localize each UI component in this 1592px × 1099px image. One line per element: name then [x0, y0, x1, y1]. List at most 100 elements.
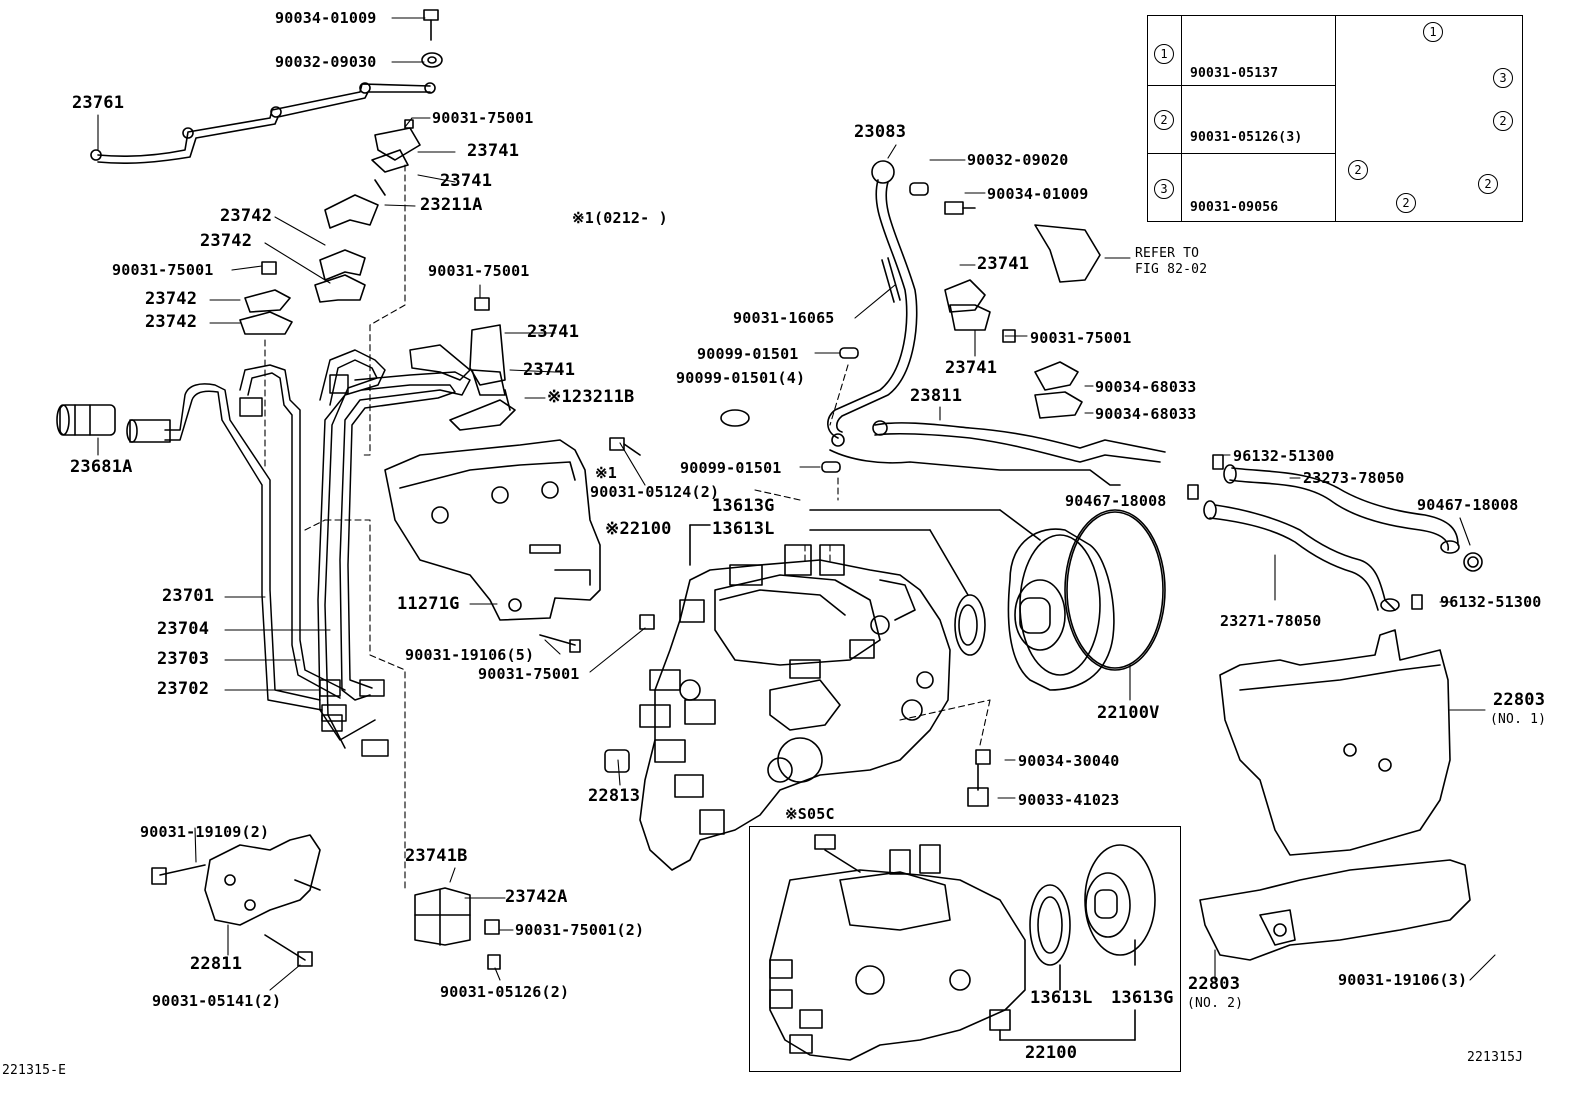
part-label: 23741B: [405, 846, 468, 866]
hoses: [1187, 454, 1483, 612]
part-label: 23701: [162, 586, 215, 606]
part-label: 23742A: [505, 887, 568, 907]
clamps-left: [239, 127, 516, 431]
ref-note: FIG 82-02: [1135, 262, 1208, 277]
bracket-22811: [151, 834, 321, 967]
part-label: 90031-75001: [478, 665, 580, 683]
pipes-right: [827, 160, 1166, 486]
part-label: 23742: [145, 312, 198, 332]
ref-row-number: 3: [1154, 179, 1174, 199]
leader-lines: [97, 17, 1496, 991]
part-label: 23761: [72, 93, 125, 113]
part-label: 90031-05124(2): [590, 483, 720, 501]
part-label: 96132-51300: [1440, 593, 1542, 611]
part-label: 90099-01501(4): [676, 369, 806, 387]
part-label: 90031-75001(2): [515, 921, 645, 939]
ref-row-number: 1: [1154, 44, 1174, 64]
part-label: 23741: [945, 358, 998, 378]
part-label: 90031-75001: [428, 262, 530, 280]
part-label: 13613L: [712, 519, 775, 539]
part-label: 23742: [145, 289, 198, 309]
part-label: ※22100: [605, 519, 672, 539]
part-label: 90031-75001: [1030, 329, 1132, 347]
part-label: 90032-09030: [275, 53, 377, 71]
ref-table-divider: [1148, 85, 1336, 86]
part-label: 22813: [588, 786, 641, 806]
reference-table: 1 90031-05137 2 90031-05126(3) 3 90031-0…: [1147, 15, 1523, 222]
ref-row-part: 90031-05126(3): [1190, 130, 1303, 145]
ref-table-bolt-column: [1182, 16, 1336, 221]
part-label: 13613L: [1030, 988, 1093, 1008]
part-label: 23703: [157, 649, 210, 669]
part-label: 23211A: [420, 195, 483, 215]
part-label: 90034-01009: [275, 9, 377, 27]
note-label: ※1: [595, 464, 617, 482]
part-label: 90031-05141(2): [152, 992, 282, 1010]
cover-bolt-mark: 2: [1493, 111, 1513, 131]
part-label: 90031-19106(3): [1338, 971, 1468, 989]
part-label: 90032-09020: [967, 151, 1069, 169]
part-label: 23741: [977, 254, 1030, 274]
ref-row-part: 90031-05137: [1190, 66, 1279, 81]
part-label: 23271-78050: [1220, 612, 1322, 630]
part-label: 90031-19106(5): [405, 646, 535, 664]
part-label: 90099-01501: [680, 459, 782, 477]
part-sublabel: (NO. 1): [1490, 712, 1547, 727]
part-label: 90031-19109(2): [140, 823, 270, 841]
part-label: 23273-78050: [1303, 469, 1405, 487]
cover-bolt-mark: 2: [1478, 174, 1498, 194]
dashed-lines: [264, 164, 991, 891]
part-23681A: [56, 404, 171, 443]
cover-bolt-mark: 1: [1423, 22, 1443, 42]
ref-table-num-column: [1148, 16, 1182, 221]
part-11271G: [384, 439, 601, 621]
clamp-23741B: [414, 887, 471, 946]
part-label: 96132-51300: [1233, 447, 1335, 465]
leak-pipe-23761: [90, 82, 436, 164]
inset-pump: [769, 834, 1156, 1061]
part-label: 90033-41023: [1018, 791, 1120, 809]
part-label: 22100V: [1097, 703, 1160, 723]
figure-code: 221315-E: [2, 1063, 67, 1078]
ref-row-part: 90031-09056: [1190, 200, 1279, 215]
part-label: 23704: [157, 619, 210, 639]
cover-bolt-mark: 2: [1396, 193, 1416, 213]
part-label: 90034-30040: [1018, 752, 1120, 770]
part-sublabel: (NO. 2): [1187, 996, 1244, 1011]
part-label: 90031-16065: [733, 309, 835, 327]
clamps-right: [944, 224, 1101, 419]
part-label: 90467-18008: [1417, 496, 1519, 514]
part-label: 11271G: [397, 594, 460, 614]
part-label: 90034-68033: [1095, 378, 1197, 396]
main-pump: [604, 544, 951, 871]
part-label: 90031-75001: [112, 261, 214, 279]
part-label: 90031-75001: [432, 109, 534, 127]
part-label: 23811: [910, 386, 963, 406]
part-label: 90034-68033: [1095, 405, 1197, 423]
part-label: 13613G: [1111, 988, 1174, 1008]
injection-pipes: [164, 344, 471, 757]
part-label: 23083: [854, 122, 907, 142]
part-label: 22803: [1493, 690, 1546, 710]
part-label: 90031-05126(2): [440, 983, 570, 1001]
cover-bolt-mark: 3: [1493, 68, 1513, 88]
part-label: 23741: [523, 360, 576, 380]
note-label: ※1(0212- ): [572, 209, 668, 227]
covers-22803: [1199, 629, 1471, 961]
figure-code: 221315J: [1467, 1050, 1524, 1065]
part-label: 90099-01501: [697, 345, 799, 363]
part-label: 22811: [190, 954, 243, 974]
part-label: 90034-01009: [987, 185, 1089, 203]
part-label: 23702: [157, 679, 210, 699]
gear-parts: [689, 509, 1166, 691]
part-label: 23741: [467, 141, 520, 161]
part-label: 90467-18008: [1065, 492, 1167, 510]
part-label: 23741: [440, 171, 493, 191]
part-label: 22803: [1188, 974, 1241, 994]
part-label: 13613G: [712, 496, 775, 516]
inset-label: ※S05C: [785, 805, 835, 823]
part-label: 22100: [1025, 1043, 1078, 1063]
part-label: 23681A: [70, 457, 133, 477]
s05c-inset-box: [749, 826, 1181, 1072]
